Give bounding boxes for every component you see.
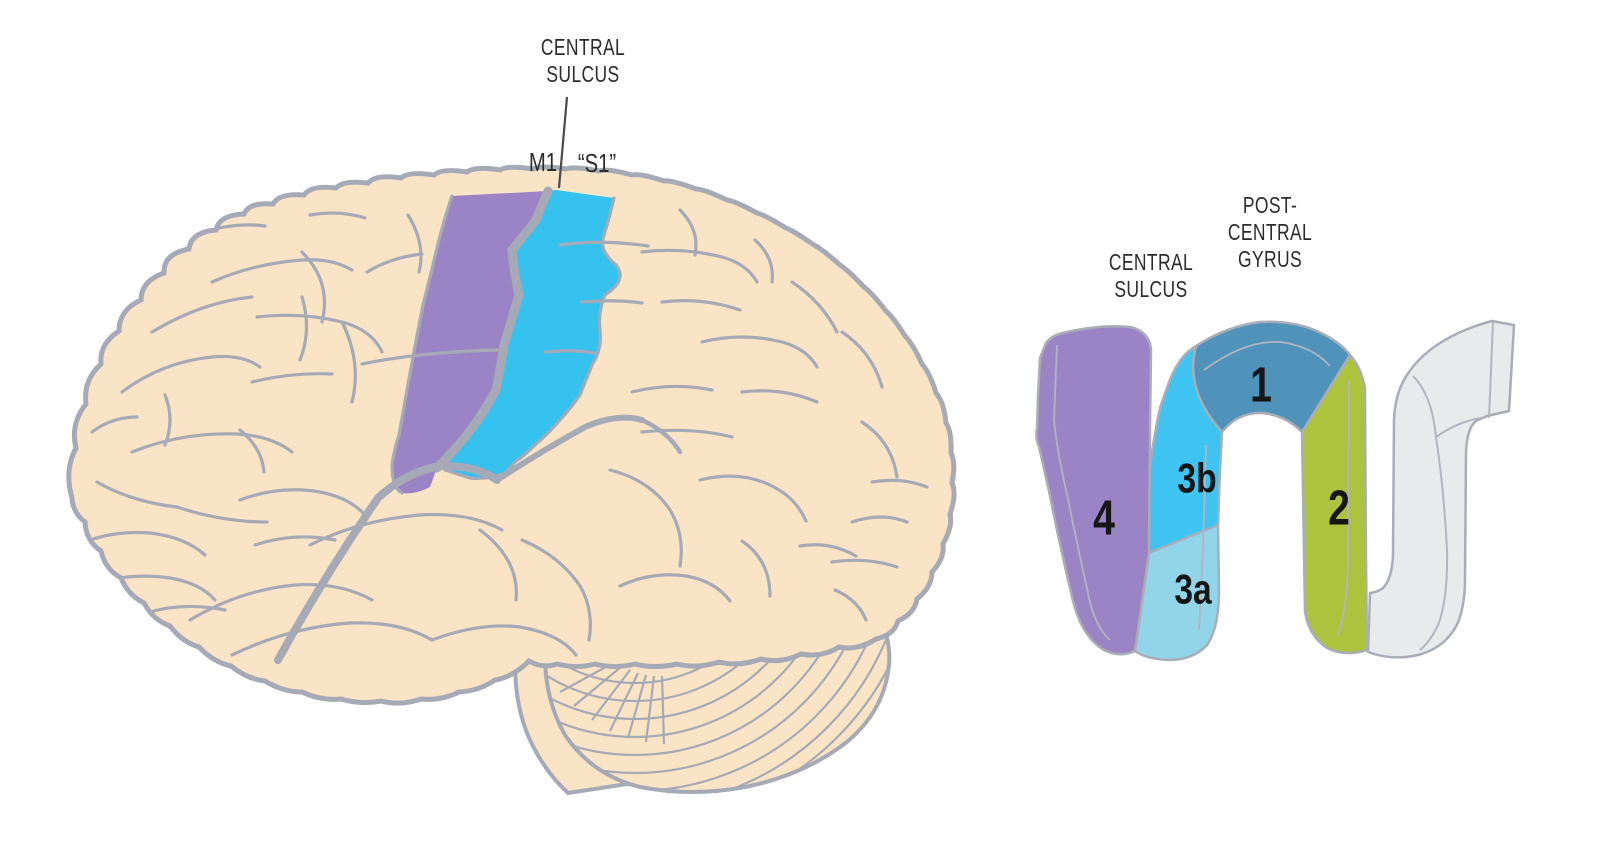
adjacent-gyrus-3d-edges [1412, 321, 1494, 651]
brain-central-sulcus-label: CENTRAL SULCUS [541, 34, 625, 88]
area-3-inner-line [1198, 444, 1207, 631]
lateral-brain-view [66, 96, 957, 796]
area-1-number-label: 1 [1250, 358, 1272, 413]
cortical-sulci-lines [76, 208, 929, 657]
area-2-shape [1300, 353, 1369, 655]
brain-central-sulcus-line1: CENTRAL [540, 34, 626, 60]
postcentral-gyrus-line2: CENTRAL [1227, 219, 1313, 245]
section-central-sulcus-line1: CENTRAL [1108, 249, 1194, 275]
area-3a-shape [1133, 523, 1221, 662]
section-central-sulcus-label: CENTRAL SULCUS [1109, 249, 1193, 303]
strip-edge-sulci [390, 194, 622, 495]
adjacent-gyrus-shape [1366, 319, 1516, 659]
central-sulcus-line [432, 186, 553, 473]
area-4-inner-line [1053, 344, 1111, 641]
postcentral-gyrus-line3: GYRUS [1237, 246, 1303, 272]
cerebrum-outline [66, 164, 957, 706]
m1-label: M1 [528, 147, 558, 177]
area-3b-number-label: 3b [1177, 454, 1217, 502]
s1-label: “S1” [577, 148, 617, 178]
cortex-cross-section [1035, 319, 1516, 662]
area-3a-number-label: 3a [1174, 565, 1212, 613]
m1-precentral-strip [392, 191, 548, 494]
area-1-inner-line [1203, 341, 1331, 371]
postcentral-gyrus-label: POST- CENTRAL GYRUS [1228, 192, 1312, 273]
area-4-number-label: 4 [1093, 491, 1115, 546]
area-4-shape [1035, 325, 1153, 656]
brain-central-sulcus-line2: SULCUS [546, 61, 620, 87]
s1-postcentral-strip [437, 190, 621, 479]
section-central-sulcus-line2: SULCUS [1114, 276, 1188, 302]
strip-sulci-lines [360, 240, 650, 366]
area-2-number-label: 2 [1328, 481, 1350, 536]
lateral-fissure [274, 414, 683, 664]
postcentral-gyrus-line1: POST- [1242, 192, 1298, 218]
area-2-inner-line [1336, 379, 1350, 637]
central-sulcus-pointer-line [557, 96, 569, 189]
